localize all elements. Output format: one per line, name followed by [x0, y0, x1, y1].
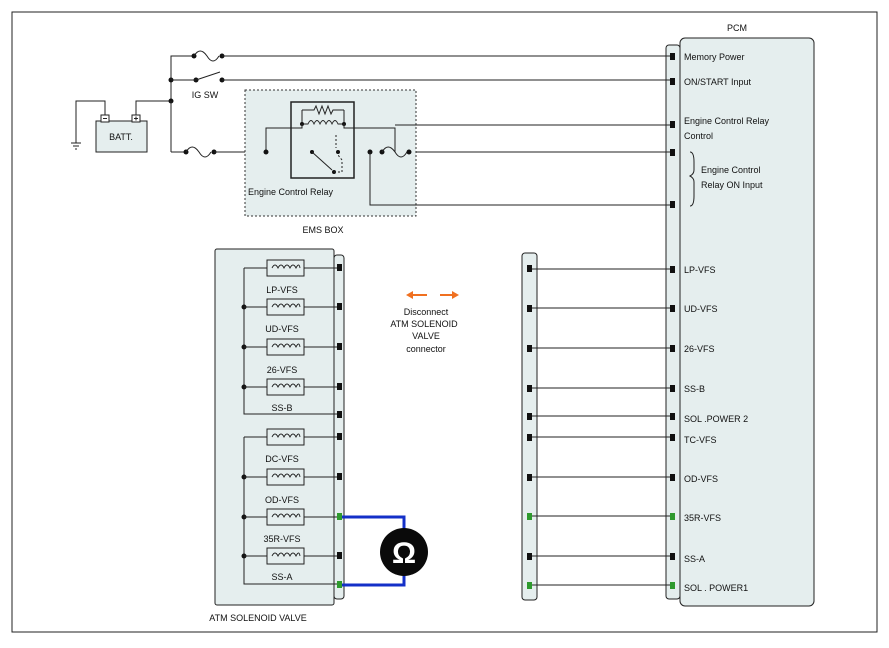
relay-contact-icon: [311, 151, 333, 171]
pcm-pin-label: 26-VFS: [684, 344, 715, 354]
disconnect-note: Disconnect ATM SOLENOID VALVE connector: [390, 291, 459, 354]
ems-box-label: EMS BOX: [302, 225, 343, 235]
ems-box: EMS BOX Engine Control Relay: [244, 89, 670, 235]
solenoid-label: UD-VFS: [265, 324, 299, 334]
ohm-symbol: Ω: [392, 537, 416, 570]
note-line: VALVE: [412, 331, 440, 341]
solenoid-label: OD-VFS: [265, 495, 299, 505]
ohmmeter-icon: [380, 528, 428, 576]
pcm-pin-highlighted: [670, 513, 675, 520]
pcm-pin: [670, 553, 675, 560]
pcm-pin-label: SS-A: [684, 554, 705, 564]
pcm-pin: [670, 149, 675, 156]
pcm-pin-label: ON/START Input: [684, 77, 752, 87]
pcm-pin: [670, 434, 675, 441]
pcm-pin-label: OD-VFS: [684, 474, 718, 484]
solenoid-label: 26-VFS: [267, 365, 298, 375]
pcm-pin-label: Engine Control Relay: [684, 116, 770, 126]
probe-wire: [342, 573, 406, 587]
pcm-pin: [670, 266, 675, 273]
pcm-pin: [670, 385, 675, 392]
solenoid-coil: [266, 259, 305, 277]
atm-solenoid-valve: ATM SOLENOID VALVE LP-VFS UD-VFS 26-VFS …: [209, 248, 345, 623]
pcm-pin-label: Engine Control: [701, 165, 761, 175]
solenoid-coil: [266, 508, 305, 526]
pcm-pin-label: UD-VFS: [684, 304, 718, 314]
engine-control-relay: [290, 101, 355, 179]
harness-connector-body: [521, 252, 538, 601]
pcm-body: [679, 37, 815, 607]
fuse-icon: [193, 50, 220, 62]
note-line: ATM SOLENOID: [390, 319, 458, 329]
ground-icon: [71, 142, 81, 150]
pcm-pin-label: LP-VFS: [684, 265, 716, 275]
solenoid-coil: [266, 298, 305, 316]
harness-connector: [521, 252, 670, 601]
solenoid-label: 35R-VFS: [263, 534, 300, 544]
pcm-pin-label: SOL .POWER 2: [684, 414, 748, 424]
note-line: Disconnect: [404, 307, 449, 317]
power-circuit: BATT. IG SW: [71, 50, 670, 158]
pcm-pin: [670, 53, 675, 60]
probe-wire: [342, 515, 406, 530]
pcm-pin: [670, 305, 675, 312]
ohmmeter: Ω: [342, 515, 428, 587]
relay-coil-icon: [302, 120, 344, 126]
pcm-pin-label: Relay ON Input: [701, 180, 763, 190]
ig-switch-label: IG SW: [192, 90, 219, 100]
pcm-pin: [670, 345, 675, 352]
pcm-pin: [670, 474, 675, 481]
solenoid-coil: [266, 378, 305, 396]
note-line: connector: [406, 344, 446, 354]
pcm-pin-label: 35R-VFS: [684, 513, 721, 523]
pcm-pin: [670, 413, 675, 420]
solenoid-coil: [266, 338, 305, 356]
solenoid-label: SS-B: [271, 403, 292, 413]
fuse-icon: [185, 146, 212, 158]
solenoid-label: SS-A: [271, 572, 292, 582]
double-arrow-icon: [406, 291, 459, 299]
valve-pins: [337, 264, 342, 588]
fuse-icon: [381, 146, 408, 158]
solenoid-label: DC-VFS: [265, 454, 299, 464]
solenoid-label: LP-VFS: [266, 285, 298, 295]
pcm-pin: [670, 78, 675, 85]
resistor-icon: [302, 104, 344, 116]
relay-on-input-bracket: [688, 151, 695, 207]
solenoid-coil: [266, 547, 305, 565]
pcm-pin-highlighted: [670, 582, 675, 589]
battery-label: BATT.: [109, 132, 133, 142]
relay-label: Engine Control Relay: [248, 187, 334, 197]
pcm-pins: [670, 53, 675, 589]
battery: [95, 120, 148, 153]
pcm-pin: [670, 121, 675, 128]
solenoid-coil: [266, 428, 305, 446]
pcm-pin-label: SS-B: [684, 384, 705, 394]
pcm-pin: [670, 201, 675, 208]
pcm-pin-label: Control: [684, 131, 713, 141]
pcm-title: PCM: [727, 23, 747, 33]
pcm-pin-label: TC-VFS: [684, 435, 717, 445]
pcm-module: PCM Memory Power ON/START Input Engine C…: [665, 23, 815, 607]
pcm-pin-label: SOL . POWER1: [684, 583, 748, 593]
solenoid-coil: [266, 468, 305, 486]
ig-switch-icon: [195, 71, 221, 81]
pcm-pin-label: Memory Power: [684, 52, 745, 62]
diagram-frame: [11, 11, 878, 633]
valve-title: ATM SOLENOID VALVE: [209, 613, 307, 623]
